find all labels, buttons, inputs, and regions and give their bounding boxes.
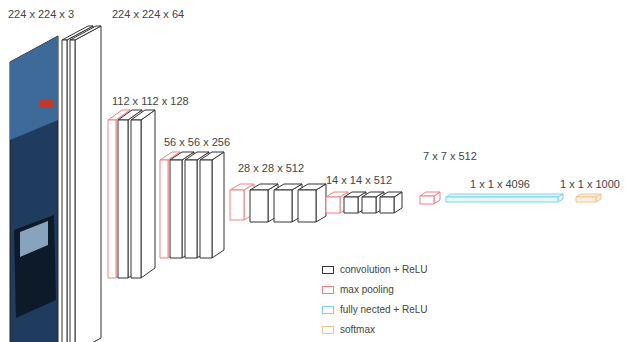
legend-text: convolution + ReLU xyxy=(340,264,428,276)
layer-front xyxy=(298,190,316,222)
layer-front xyxy=(274,190,292,222)
layer-front xyxy=(250,190,268,222)
layer-side xyxy=(316,184,326,222)
layer-front xyxy=(380,197,394,213)
legend-text: softmax xyxy=(340,324,375,336)
layer-top xyxy=(250,184,278,190)
layer-front xyxy=(118,120,128,278)
layer-top xyxy=(70,26,101,40)
legend-swatch xyxy=(322,326,334,334)
layer-front xyxy=(108,120,116,278)
dimension-label: 112 x 112 x 128 xyxy=(112,95,189,108)
legend-swatch xyxy=(322,306,334,314)
layer-front xyxy=(170,160,182,258)
layer-top xyxy=(274,184,302,190)
layer-front xyxy=(70,40,75,342)
layer-top xyxy=(420,192,440,196)
layer-front xyxy=(446,197,558,202)
layer-top xyxy=(200,152,224,160)
legend-text: fully nected + ReLU xyxy=(340,304,428,316)
layer-front xyxy=(230,190,244,220)
layer-side xyxy=(141,110,155,278)
dimension-label: 1 x 1 x 1000 xyxy=(560,178,620,191)
layer-front xyxy=(344,197,358,213)
layer-side xyxy=(75,26,101,342)
legend-swatch xyxy=(322,286,334,294)
input-image xyxy=(10,36,58,342)
layer-front xyxy=(200,160,212,258)
dimension-label: 28 x 28 x 512 xyxy=(238,162,304,175)
dimension-label: 224 x 224 x 64 xyxy=(112,8,184,21)
image-detail xyxy=(40,100,54,108)
layer-front xyxy=(362,197,376,213)
dimension-label: 56 x 56 x 256 xyxy=(164,136,230,149)
dimension-label: 224 x 224 x 3 xyxy=(8,8,74,21)
image-sky xyxy=(10,36,58,140)
layer-front xyxy=(326,197,340,213)
layer-side xyxy=(116,110,130,278)
layer-side xyxy=(212,152,224,258)
car-shape xyxy=(14,215,56,318)
layer-front xyxy=(62,40,67,342)
layer-front xyxy=(160,160,168,258)
dimension-label: 7 x 7 x 512 xyxy=(423,150,477,163)
layer-side xyxy=(128,110,142,278)
layer-front xyxy=(576,197,596,202)
layer-front xyxy=(420,196,434,204)
layer-top xyxy=(298,184,326,190)
car-window xyxy=(20,221,48,257)
layer-top xyxy=(131,110,155,120)
legend-swatch xyxy=(322,266,334,274)
dimension-label: 14 x 14 x 512 xyxy=(326,174,392,187)
dimension-label: 1 x 1 x 4096 xyxy=(470,178,530,191)
layer-top xyxy=(230,184,254,190)
layer-front xyxy=(131,120,141,278)
legend-text: max pooling xyxy=(340,284,394,296)
layer-top xyxy=(380,192,402,197)
layer-front xyxy=(185,160,197,258)
